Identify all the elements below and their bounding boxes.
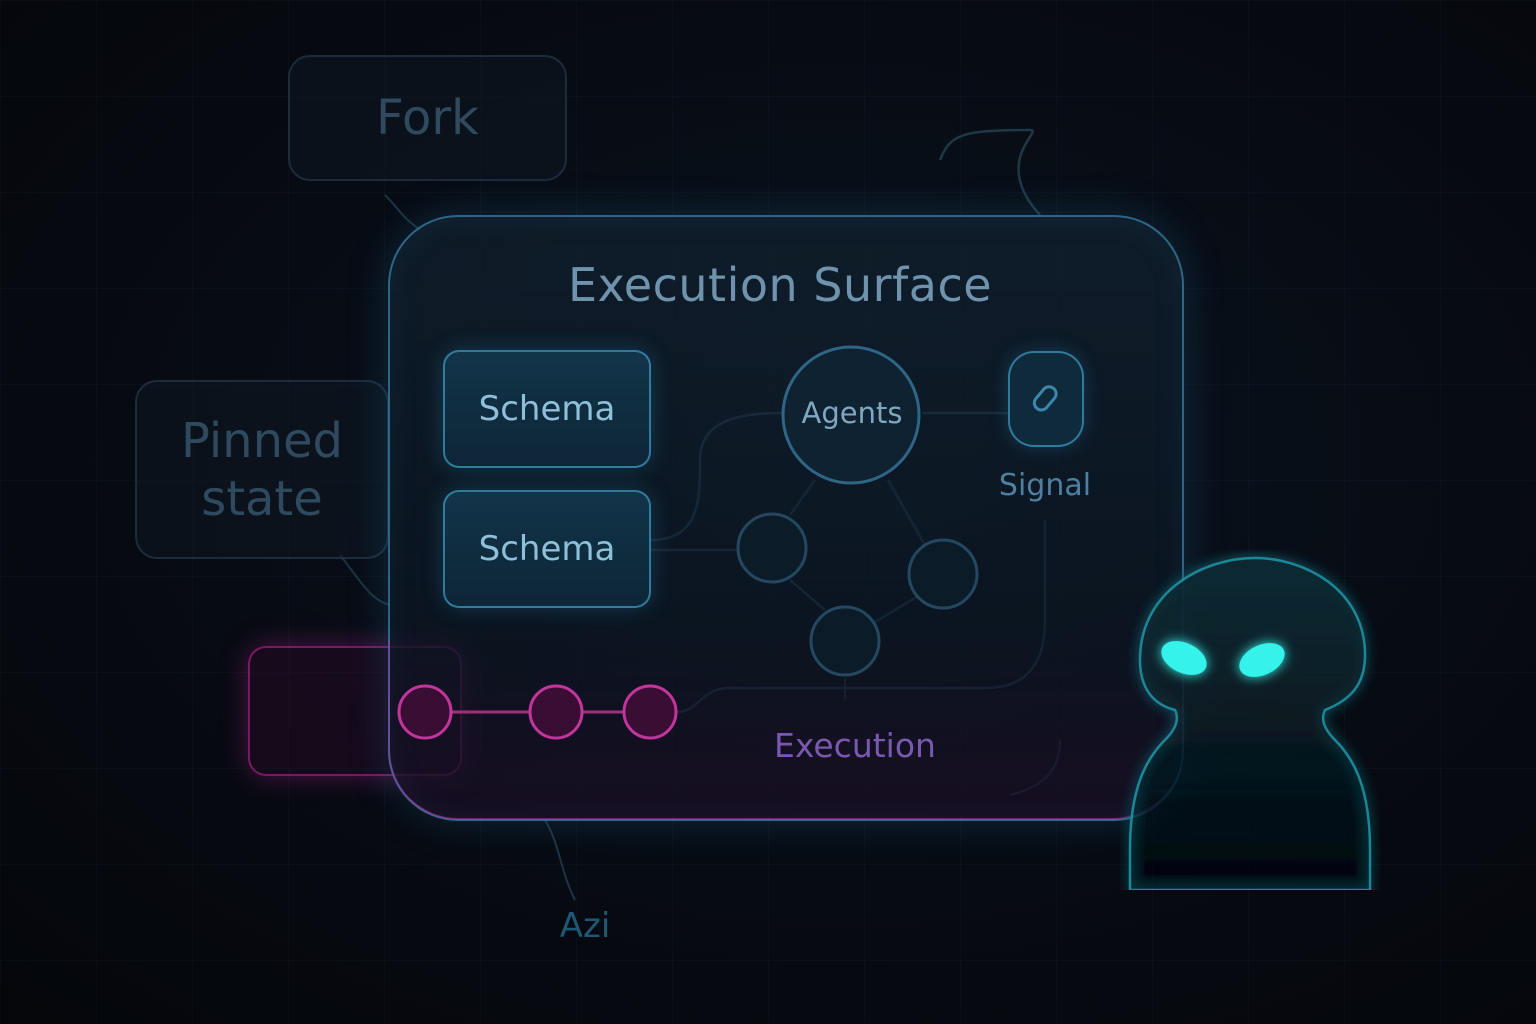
- agents-label: Agents: [801, 396, 903, 430]
- schema-label-2: Schema: [478, 529, 616, 569]
- agents-node[interactable]: [781, 345, 921, 485]
- graph-node-right[interactable]: [907, 538, 979, 610]
- execution-label: Execution: [774, 726, 936, 765]
- pinned-label-line1: Pinned: [180, 412, 344, 469]
- execution-step-3[interactable]: [622, 684, 678, 740]
- pinned-label-line2: state: [201, 470, 323, 527]
- fork-label: Fork: [376, 90, 479, 146]
- execution-step-1[interactable]: [397, 684, 453, 740]
- fork-box[interactable]: Fork: [288, 55, 567, 181]
- signal-label: Signal: [998, 468, 1092, 503]
- schema-label-1: Schema: [478, 389, 616, 429]
- execution-step-2[interactable]: [528, 684, 584, 740]
- signal-button[interactable]: [1008, 351, 1084, 447]
- pinned-state-box[interactable]: Pinned state: [135, 380, 389, 559]
- alien-icon: [1128, 556, 1372, 890]
- schema-node-2[interactable]: Schema: [443, 490, 651, 608]
- azi-label: Azi: [559, 906, 611, 946]
- paperclip-icon: [1032, 385, 1058, 412]
- surface-title: Execution Surface: [567, 258, 993, 312]
- graph-node-left[interactable]: [736, 512, 808, 584]
- schema-node-1[interactable]: Schema: [443, 350, 651, 468]
- graph-node-bottom[interactable]: [809, 605, 881, 677]
